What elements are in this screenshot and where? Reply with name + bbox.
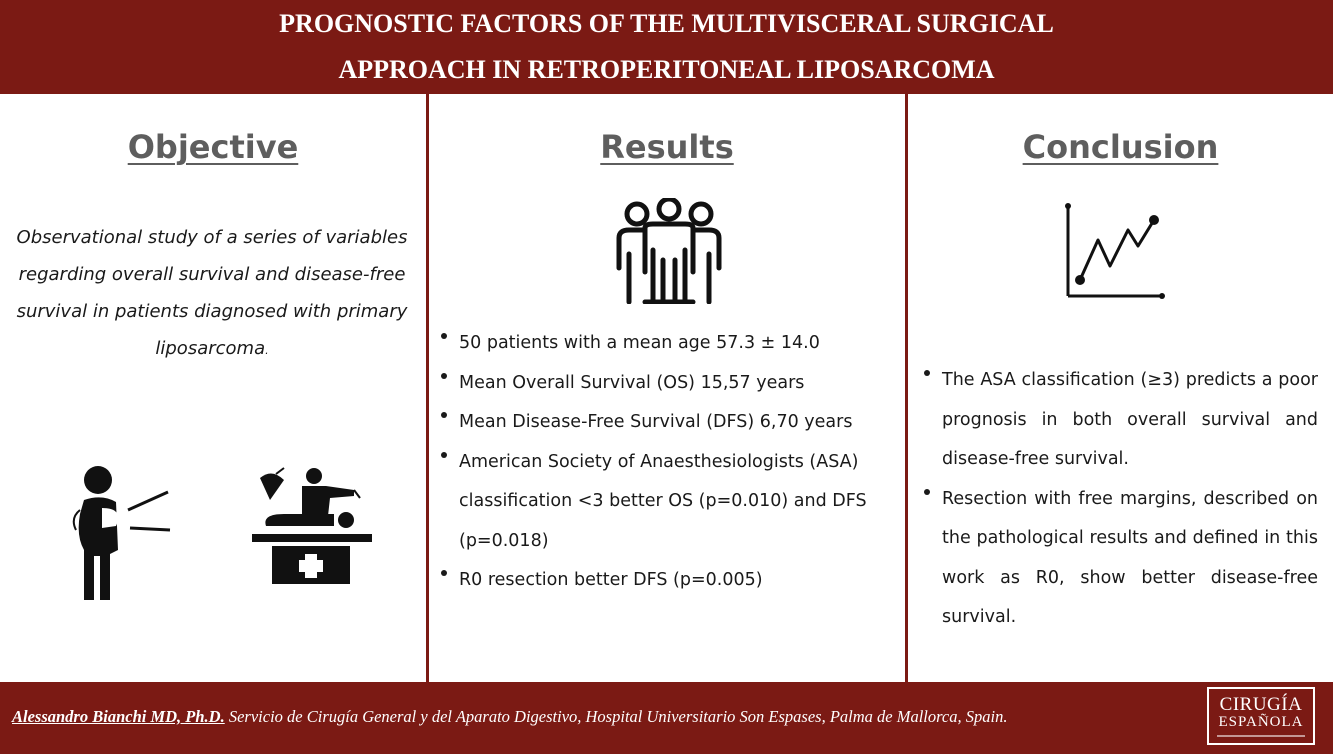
objective-text-body: Observational study of a series of varia…	[16, 227, 408, 359]
patient-group-icon	[615, 196, 723, 305]
results-list: 50 patients with a mean age 57.3 ± 14.0 …	[441, 324, 896, 601]
conclusion-list: The ASA classification (≥3) predicts a p…	[924, 361, 1318, 638]
footer-author: Alessandro Bianchi MD, Ph.D.	[12, 707, 225, 726]
conclusion-column: Conclusion The ASA classification (≥3) p…	[908, 94, 1333, 682]
objective-title: Objective	[127, 128, 299, 166]
column-divider-left	[426, 94, 429, 682]
footer-banner: Alessandro Bianchi MD, Ph.D. Servicio de…	[0, 682, 1333, 754]
objective-text-tail: .	[265, 344, 269, 357]
results-column: Results 50 patients with a mean age 57.3…	[429, 94, 905, 682]
results-item-1: 50 patients with a mean age 57.3 ± 14.0	[441, 324, 896, 364]
logo-line-1: CIRUGÍA	[1219, 694, 1303, 715]
title-line-2: APPROACH IN RETROPERITONEAL LIPOSARCOMA	[338, 55, 995, 84]
patient-abdominal-pain-icon	[72, 464, 172, 604]
results-item-4: American Society of Anaesthesiologists (…	[441, 443, 896, 562]
conclusion-item-1: The ASA classification (≥3) predicts a p…	[924, 361, 1318, 480]
results-item-2: Mean Overall Survival (OS) 15,57 years	[441, 364, 896, 404]
logo-line-2: ESPAÑOLA	[1218, 714, 1304, 730]
surgery-operating-table-icon	[250, 466, 375, 586]
conclusion-title: Conclusion	[1022, 128, 1219, 166]
header-banner: PROGNOSTIC FACTORS OF THE MULTIVISCERAL …	[0, 0, 1333, 94]
conclusion-item-2: Resection with free margins, described o…	[924, 480, 1318, 638]
objective-column: Objective Observational study of a serie…	[0, 94, 426, 682]
footer-text: Alessandro Bianchi MD, Ph.D. Servicio de…	[12, 707, 1007, 727]
journal-logo: CIRUGÍA ESPAÑOLA	[1207, 687, 1315, 745]
results-item-5: R0 resection better DFS (p=0.005)	[441, 561, 896, 601]
logo-fine-print	[1217, 735, 1305, 737]
column-divider-right	[905, 94, 908, 682]
line-chart-icon	[1062, 200, 1168, 302]
results-item-3: Mean Disease-Free Survival (DFS) 6,70 ye…	[441, 403, 896, 443]
objective-text: Observational study of a series of varia…	[10, 219, 414, 369]
results-title: Results	[600, 128, 734, 166]
title-line-1: PROGNOSTIC FACTORS OF THE MULTIVISCERAL …	[279, 9, 1054, 38]
footer-affiliation: Servicio de Cirugía General y del Aparat…	[224, 707, 1008, 726]
